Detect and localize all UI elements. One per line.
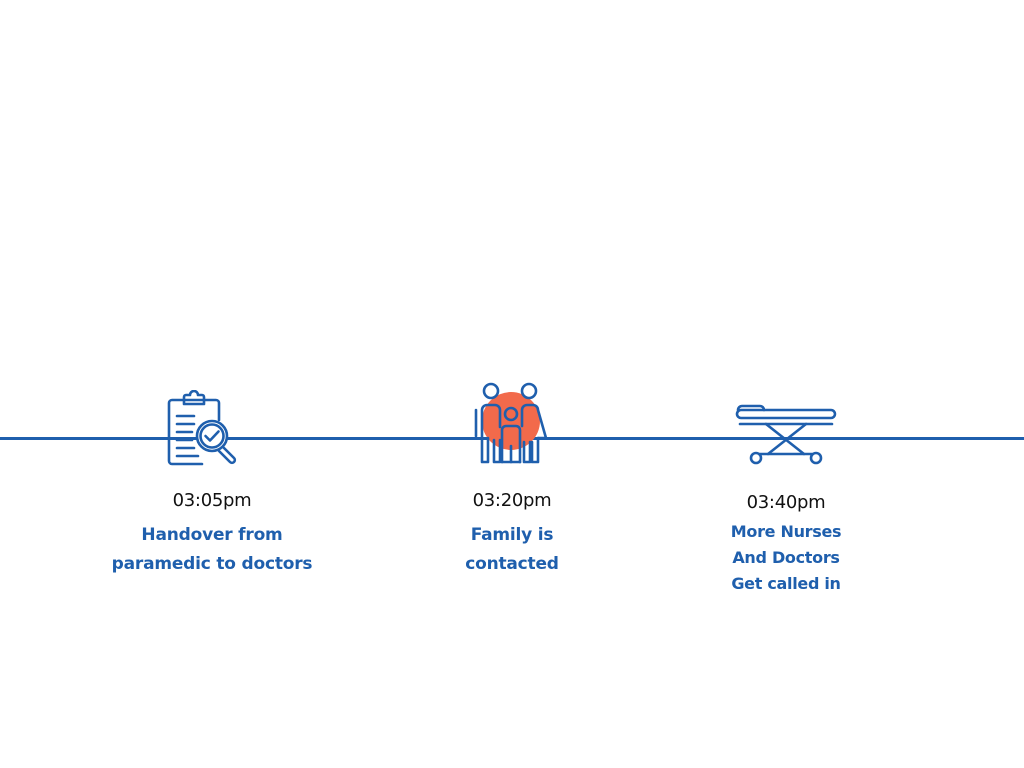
event-description-line: And Doctors: [732, 548, 840, 567]
timeline-event-family: 03:20pm Family is contacted: [420, 380, 604, 579]
event-description-line: paramedic to doctors: [111, 554, 313, 574]
event-description-line: contacted: [465, 554, 559, 574]
timeline-event-handover: 03:05pm Handover from paramedic to docto…: [92, 390, 332, 579]
event-time: 03:05pm: [172, 490, 252, 511]
event-description-line: Get called in: [731, 574, 841, 593]
event-description-line: Handover from: [141, 525, 283, 545]
event-description: Handover from paramedic to doctors: [112, 521, 313, 579]
event-time: 03:40pm: [746, 492, 826, 513]
event-description: Family is contacted: [465, 521, 559, 579]
timeline-event-staff-called: 03:40pm More Nurses And Doctors Get call…: [704, 398, 868, 597]
family-icon: [474, 382, 548, 464]
event-description-line: Family is: [470, 525, 554, 545]
event-description: More Nurses And Doctors Get called in: [731, 519, 842, 597]
event-time: 03:20pm: [472, 490, 552, 511]
clipboard-check-icon: [167, 390, 237, 466]
event-description-line: More Nurses: [730, 522, 842, 541]
stretcher-icon: [735, 404, 837, 465]
